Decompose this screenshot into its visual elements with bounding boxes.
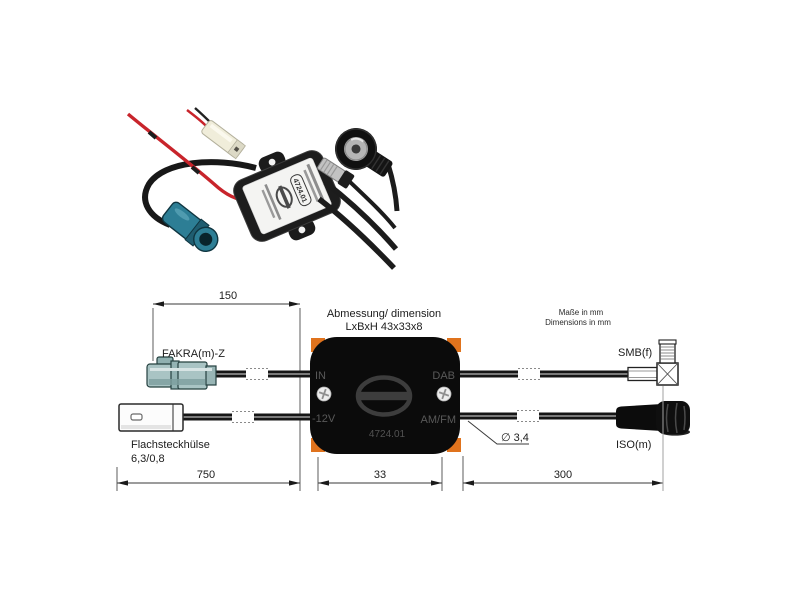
- units-note-line1: Maße in mm: [559, 308, 604, 317]
- photo-iso-cable: [385, 163, 400, 212]
- photo-flat-terminal: [201, 120, 246, 160]
- port-label-12v: -12V: [312, 413, 336, 425]
- smb-label: SMB(f): [618, 347, 652, 359]
- diameter-label: ∅ 3,4: [501, 432, 529, 444]
- diagram-title-line1: Abmessung/ dimension: [327, 308, 441, 320]
- dimension-diagram: Abmessung/ dimension LxBxH 43x33x8 Maße …: [116, 290, 690, 491]
- dim-33-arrow-right: [431, 480, 442, 486]
- dim-150-arrow-left: [153, 301, 164, 307]
- diameter-leader-line: [467, 420, 529, 445]
- photo-iso-connector: [335, 128, 393, 177]
- photo-fakra-cable: [142, 159, 257, 228]
- screw-left-icon: [316, 386, 332, 402]
- amplifier-box-drawing: IN DAB -12V AM/FM 4724.01: [310, 337, 461, 454]
- dim-300-value: 300: [554, 469, 572, 481]
- product-photo: 4724.01: [126, 107, 400, 270]
- dim-150-arrow-right: [289, 301, 300, 307]
- smb-connector-drawing: [627, 339, 679, 386]
- iso-label: ISO(m): [616, 439, 651, 451]
- iso-connector-drawing: [616, 401, 690, 436]
- flat-terminal-label-line1: Flachsteckhülse: [131, 439, 210, 451]
- brand-logo: [355, 375, 413, 417]
- dim-33-arrow-left: [318, 480, 329, 486]
- photo-smb-cable: [347, 179, 397, 230]
- fakra-label: FAKRA(m)-Z: [162, 348, 225, 360]
- photo-amplifier-box: 4724.01: [233, 150, 341, 242]
- port-label-amfm: AM/FM: [421, 414, 456, 426]
- port-label-dab: DAB: [432, 370, 455, 382]
- screw-right-icon: [436, 386, 452, 402]
- units-note-line2: Dimensions in mm: [545, 318, 611, 327]
- flat-terminal-label-line2: 6,3/0,8: [131, 453, 165, 465]
- photo-fakra-connector: [161, 201, 219, 253]
- flat-terminal-drawing: [118, 403, 184, 432]
- dim-750-arrow-left: [117, 480, 128, 486]
- photo-red-wire-mark: [147, 130, 158, 140]
- dim-300-arrow-left: [463, 480, 474, 486]
- dim-750-value: 750: [197, 469, 215, 481]
- box-model-number: 4724.01: [369, 429, 406, 440]
- dim-750-arrow-right: [289, 480, 300, 486]
- photo-output-cable-1: [323, 179, 399, 251]
- dim-300-arrow-right: [652, 480, 663, 486]
- port-label-in: IN: [315, 370, 326, 382]
- fakra-connector-drawing: [146, 356, 217, 390]
- photo-red-wire-mark: [190, 165, 201, 175]
- dim-150-value: 150: [219, 290, 237, 302]
- cable-break-symbols: [232, 367, 540, 424]
- diagram-title-line2: LxBxH 43x33x8: [345, 321, 422, 333]
- dim-33-value: 33: [374, 469, 386, 481]
- photo-output-cable-2: [317, 196, 396, 270]
- photo-smb-connector: [317, 157, 355, 189]
